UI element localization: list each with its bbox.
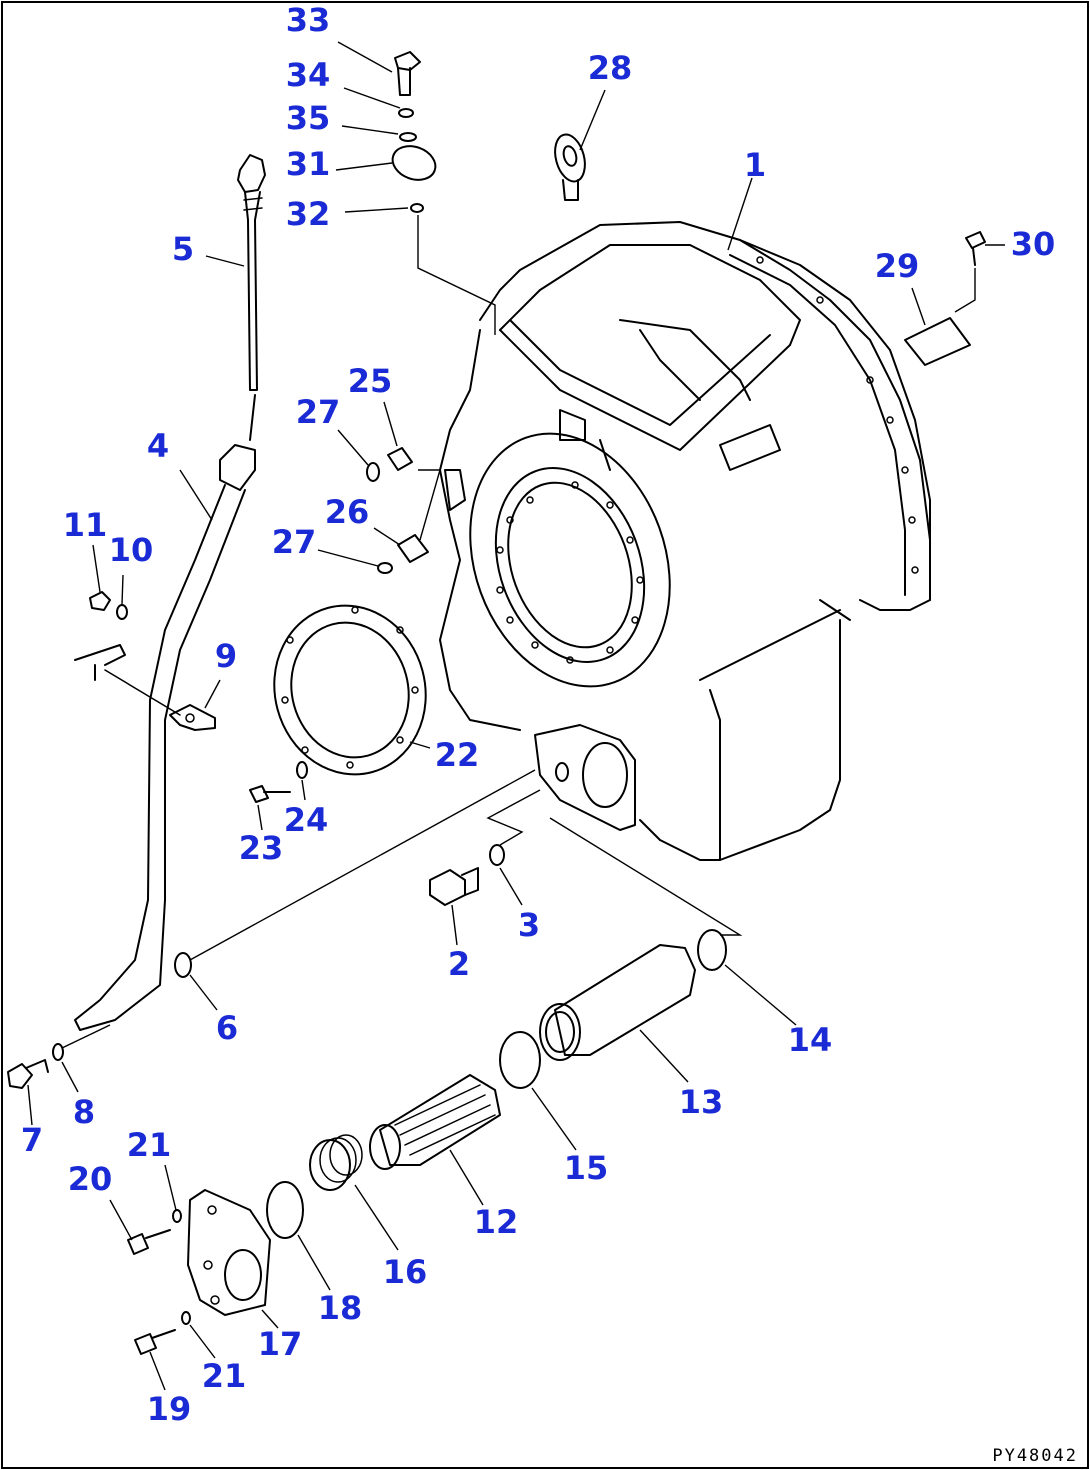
callout-9: 9	[214, 637, 238, 675]
part-34-washer	[398, 108, 414, 118]
part-21a-washer	[172, 1209, 182, 1223]
callout-18: 18	[317, 1289, 363, 1327]
callout-31: 31	[285, 145, 331, 183]
callout-14: 14	[787, 1021, 833, 1059]
part-16-spring	[309, 1134, 363, 1191]
part-19-bolt	[134, 1329, 176, 1355]
part-35-washer	[399, 132, 417, 142]
part-30-plug	[965, 231, 986, 266]
part-12-filter-element	[369, 1074, 501, 1170]
callout-23: 23	[238, 829, 284, 867]
part-27a-oring	[366, 462, 380, 482]
part-2-drain-plug	[429, 867, 479, 906]
part-6-band	[174, 952, 192, 978]
callout-4: 4	[146, 427, 170, 465]
callout-13: 13	[678, 1083, 724, 1121]
callout-34: 34	[285, 56, 331, 94]
drawing-code: PY48042	[992, 1446, 1078, 1466]
part-10-washer	[116, 604, 128, 620]
callout-27-upper: 27	[295, 393, 341, 431]
part-15-oring	[499, 1031, 541, 1089]
callout-32: 32	[285, 195, 331, 233]
callout-11: 11	[62, 506, 108, 544]
part-17-cover	[187, 1189, 271, 1316]
part-1-transmission-case	[439, 221, 931, 861]
callout-12: 12	[473, 1203, 519, 1241]
part-13-filter-case	[539, 944, 696, 1061]
part-23-bolt	[249, 785, 291, 803]
part-26-plug	[397, 534, 429, 563]
callout-6: 6	[215, 1009, 239, 1047]
callout-35: 35	[285, 99, 331, 137]
callout-3: 3	[517, 906, 541, 944]
part-14-oring	[697, 929, 727, 971]
callout-1: 1	[743, 146, 767, 184]
callout-19: 19	[146, 1390, 192, 1428]
callout-26: 26	[324, 493, 370, 531]
callout-30: 30	[1010, 225, 1056, 263]
part-7-bolt	[7, 1059, 49, 1089]
part-29-breather	[904, 317, 971, 366]
callout-10: 10	[108, 531, 154, 569]
part-4-filler-tube	[74, 394, 256, 1031]
callout-22: 22	[434, 736, 480, 774]
callout-27-lower: 27	[271, 523, 317, 561]
callout-24: 24	[283, 801, 329, 839]
part-32-oring	[410, 203, 424, 213]
part-5-dipstick	[237, 154, 266, 391]
part-21b-washer	[181, 1311, 191, 1325]
part-28-eye-bolt	[554, 133, 586, 201]
part-9-clamp	[169, 704, 216, 731]
callout-21-lower: 21	[201, 1357, 247, 1395]
callout-8: 8	[72, 1093, 96, 1131]
part-3-oring	[489, 844, 505, 866]
part-25-plug	[387, 447, 413, 471]
part-27b-oring	[377, 562, 393, 574]
callout-7: 7	[20, 1121, 44, 1159]
callout-28: 28	[587, 49, 633, 87]
clip-bracket	[74, 644, 181, 716]
callout-33: 33	[285, 1, 331, 39]
callout-29: 29	[874, 247, 920, 285]
callout-15: 15	[563, 1149, 609, 1187]
part-33-bolt	[394, 51, 421, 96]
part-11-nut	[89, 591, 111, 611]
callout-5: 5	[171, 230, 195, 268]
callout-21-upper: 21	[126, 1126, 172, 1164]
callout-leaders	[27, 41, 1005, 1391]
callout-20: 20	[67, 1160, 113, 1198]
part-24-washer	[296, 761, 308, 779]
callout-25: 25	[347, 362, 393, 400]
part-22-gasket	[273, 604, 427, 776]
callout-16: 16	[382, 1253, 428, 1291]
callout-2: 2	[447, 945, 471, 983]
part-8-washer	[52, 1043, 64, 1061]
part-20-bolt	[127, 1229, 171, 1255]
part-31-cover	[391, 145, 437, 181]
callout-17: 17	[257, 1325, 303, 1363]
part-18-oring	[266, 1181, 304, 1239]
